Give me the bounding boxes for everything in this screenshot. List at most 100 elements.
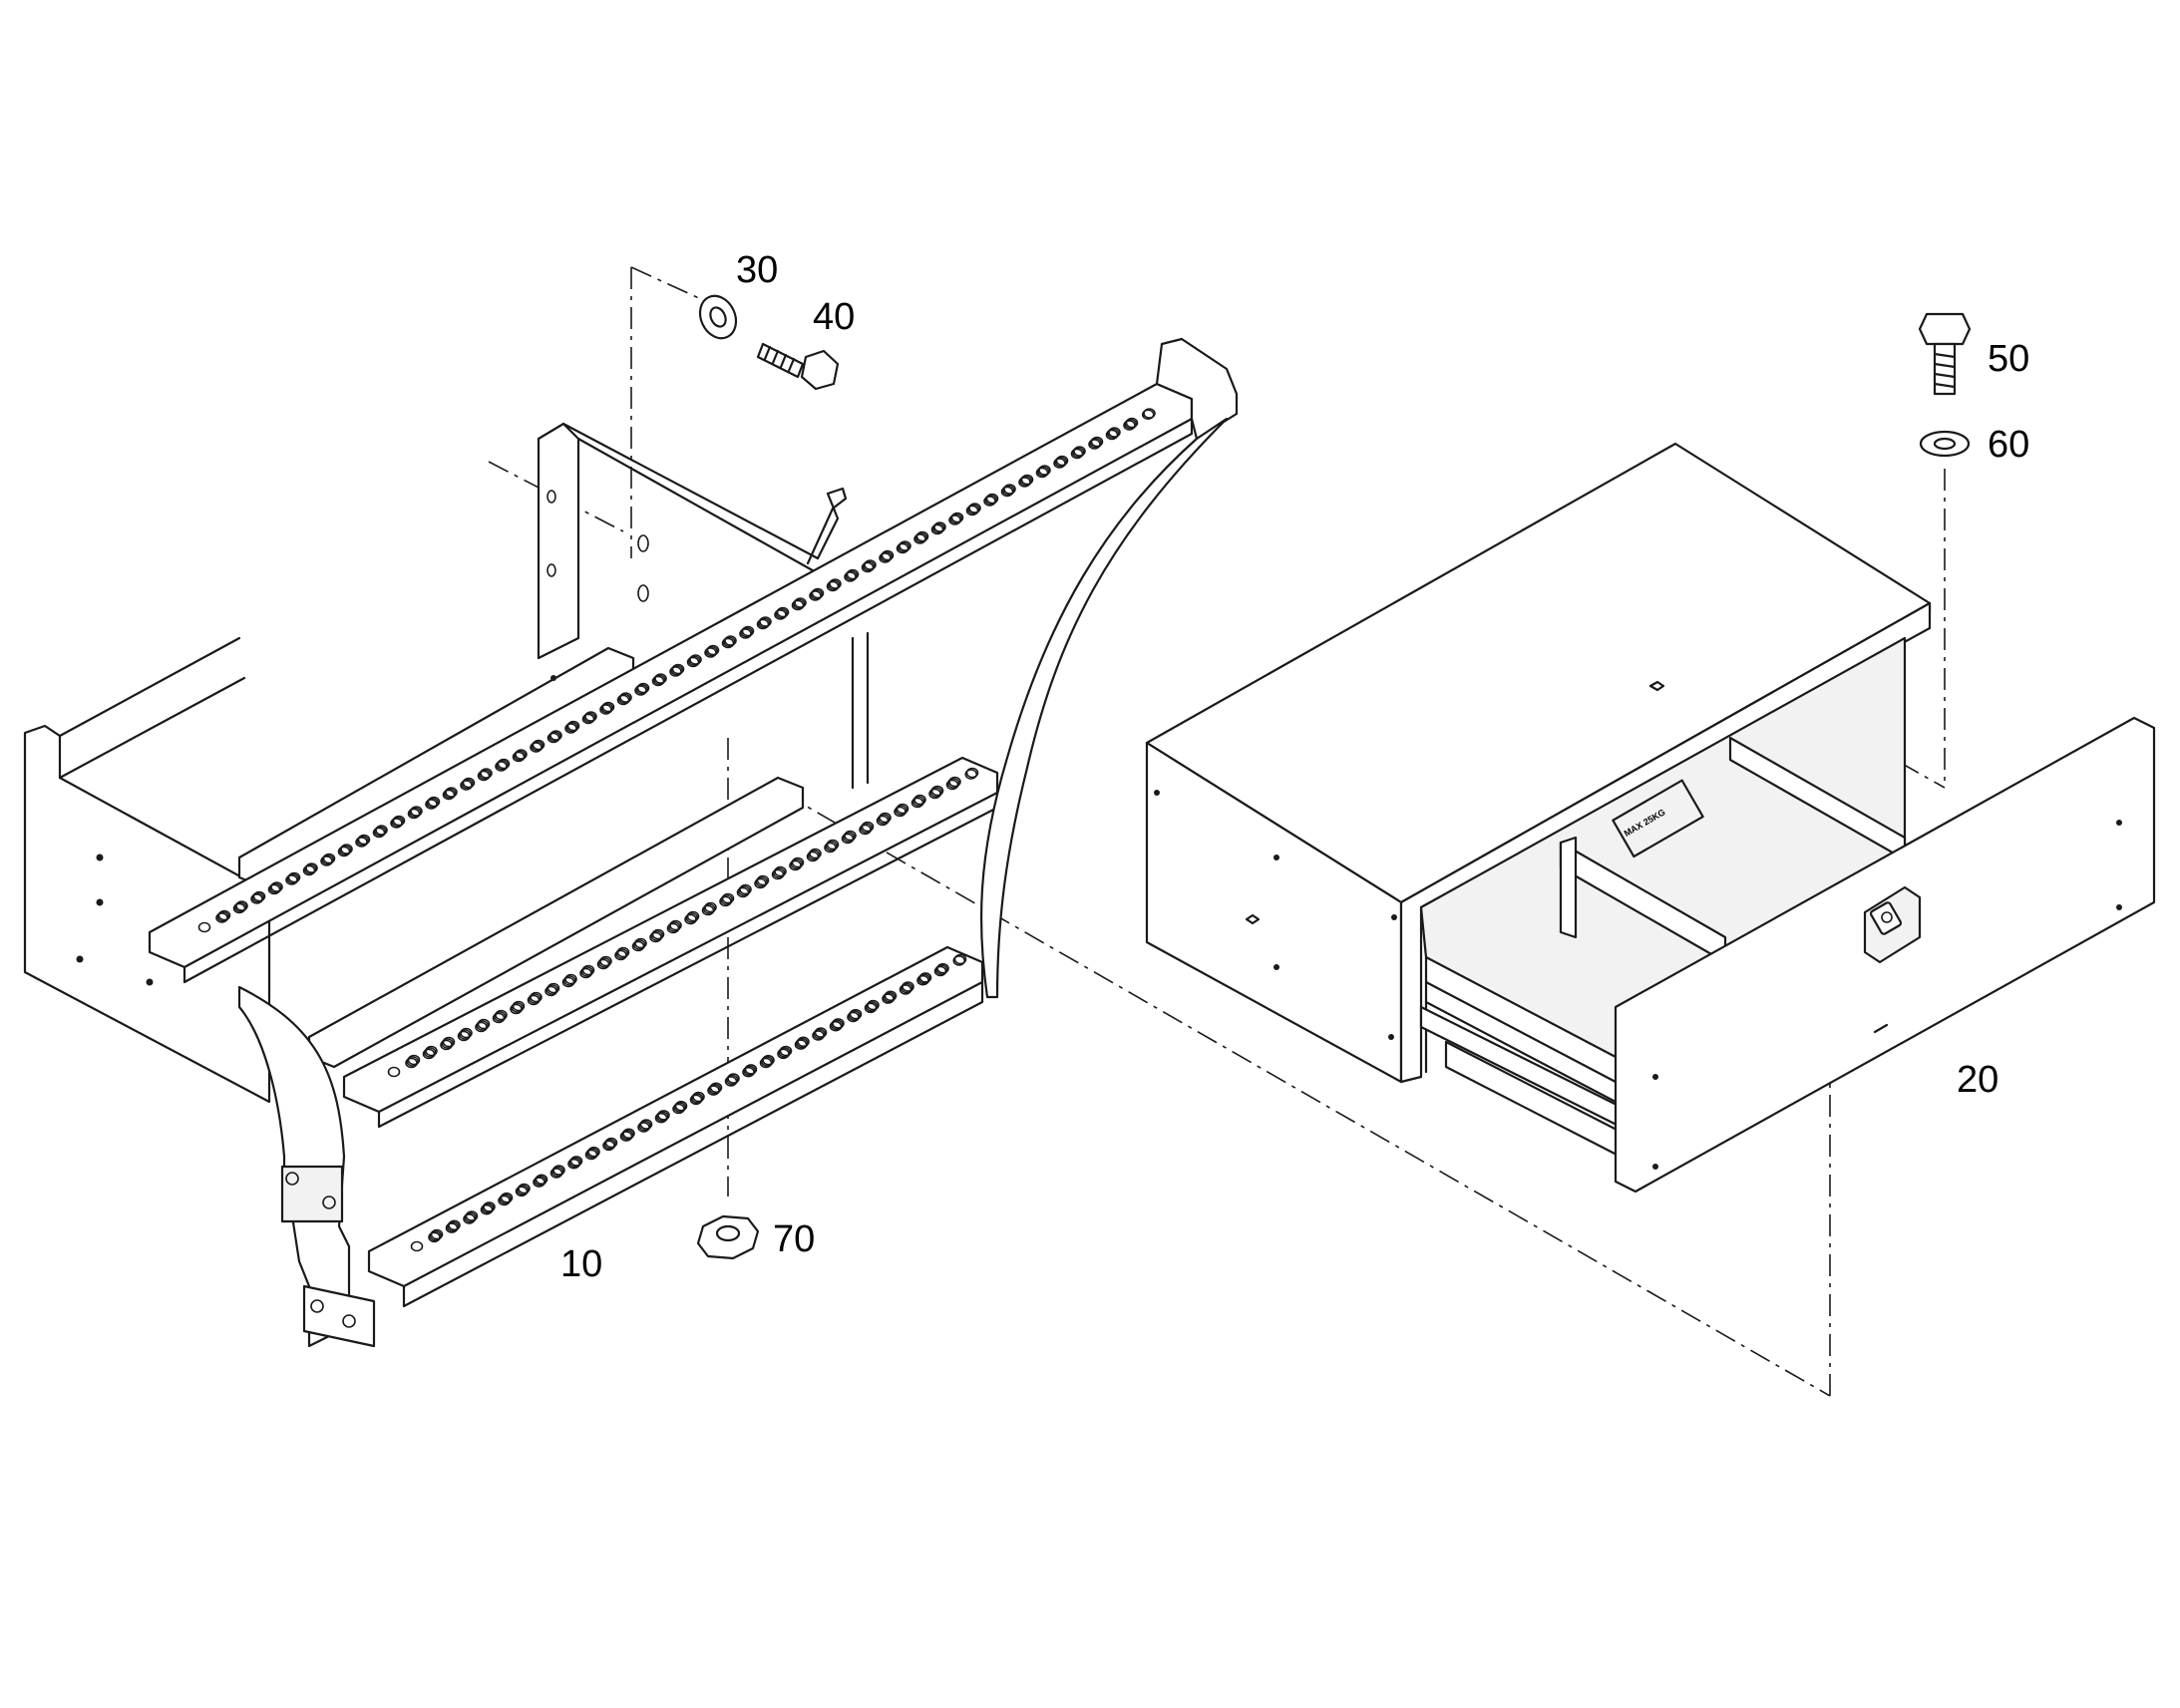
middle-step-holes (387, 767, 979, 1078)
perforation-hole (477, 1018, 491, 1030)
nut-70 (696, 1214, 760, 1260)
perforation-hole (1070, 448, 1084, 460)
perforation-hole (777, 1048, 790, 1060)
perforation-hole (636, 682, 650, 694)
perforation-hole (216, 910, 230, 922)
perforation-hole (604, 1137, 618, 1149)
perforation-hole (690, 1093, 704, 1104)
perforation-hole (759, 616, 772, 627)
callout-50: 50 (1988, 338, 2029, 380)
perforation-hole (913, 533, 926, 544)
perforation-hole (513, 750, 527, 762)
perforation-hole (826, 580, 840, 592)
perforation-hole (461, 778, 475, 790)
perforation-hole (530, 742, 543, 753)
perforation-hole (760, 1056, 774, 1067)
perforation-hole (844, 830, 857, 842)
perforation-hole (674, 1100, 688, 1112)
perforation-hole (671, 663, 685, 675)
washer-30 (698, 294, 738, 340)
perforation-hole (827, 579, 841, 591)
perforation-hole (672, 1103, 685, 1115)
perforation-hole (232, 902, 246, 914)
perforation-hole (562, 975, 576, 986)
perforation-hole (446, 1220, 460, 1232)
callout-labels: 30 40 50 60 70 10 20 (560, 249, 2029, 1285)
perforation-hole (774, 865, 787, 877)
perforation-hole (704, 647, 717, 658)
perforation-hole (740, 626, 754, 638)
callout-40: 40 (813, 296, 855, 338)
perforation-hole (533, 1177, 545, 1188)
perforation-hole (464, 1211, 478, 1223)
perforation-hole (428, 1231, 441, 1243)
perforation-hole (797, 1036, 810, 1048)
perforation-hole (952, 955, 966, 966)
perforation-hole (809, 848, 822, 859)
perforation-hole (1143, 408, 1156, 419)
perforation-hole (1124, 418, 1138, 430)
perforation-hole (950, 512, 964, 523)
perforation-hole (914, 531, 928, 543)
perforation-hole (779, 1045, 793, 1057)
perforation-hole (707, 1085, 720, 1096)
perforation-hole (706, 644, 720, 656)
perforation-hole (528, 993, 542, 1004)
perforation-hole (897, 541, 910, 553)
perforation-hole (287, 871, 301, 883)
perforation-hole (426, 797, 440, 809)
perforation-hole (757, 617, 771, 629)
perforation-hole (930, 785, 944, 797)
perforation-hole (616, 946, 630, 958)
perforation-hole (689, 654, 702, 665)
perforation-hole (321, 854, 335, 865)
perforation-hole (918, 972, 932, 983)
perforation-hole (582, 712, 596, 724)
perforation-hole (1038, 465, 1051, 476)
perforation-hole (881, 549, 895, 561)
perforation-hole (953, 953, 967, 965)
perforation-hole (936, 962, 949, 974)
perforation-hole (632, 939, 646, 950)
perforation-hole (879, 552, 892, 563)
perforation-hole (390, 818, 403, 829)
perforation-hole (355, 837, 368, 848)
perforation-hole (778, 1047, 792, 1058)
perforation-hole (267, 883, 281, 895)
perforation-hole (913, 794, 926, 806)
perforation-hole (917, 973, 931, 985)
perforation-hole (286, 872, 300, 884)
perforation-hole (442, 1036, 456, 1048)
perforation-hole (408, 807, 422, 819)
perforation-hole (1001, 485, 1015, 497)
perforation-hole (720, 894, 734, 905)
perforation-hole (425, 799, 438, 810)
perforation-hole (480, 1203, 494, 1215)
perforation-hole (445, 787, 458, 798)
perforation-hole (807, 850, 821, 860)
perforation-hole (930, 523, 944, 535)
perforation-hole (883, 991, 897, 1003)
perforation-hole (721, 892, 735, 904)
perforation-hole (949, 512, 963, 524)
perforation-hole (500, 1192, 514, 1203)
perforation-hole (984, 494, 998, 506)
perforation-hole (652, 674, 666, 686)
perforation-hole (601, 701, 615, 713)
washer-60 (1919, 430, 1971, 458)
perforation-hole (270, 881, 283, 892)
perforation-hole (587, 1146, 600, 1158)
perforation-hole (929, 787, 943, 798)
perforation-hole (899, 984, 912, 995)
perforation-hole (880, 550, 894, 562)
perforation-hole (759, 1057, 773, 1069)
perforation-hole (620, 1129, 634, 1141)
perforation-hole (654, 1112, 668, 1124)
perforation-hole (722, 636, 736, 648)
perforation-hole (441, 1038, 455, 1049)
perforation-hole (931, 522, 945, 534)
perforation-hole (861, 821, 875, 833)
perforation-hole (566, 720, 580, 732)
perforation-hole (356, 835, 370, 847)
perforation-hole (899, 540, 911, 551)
